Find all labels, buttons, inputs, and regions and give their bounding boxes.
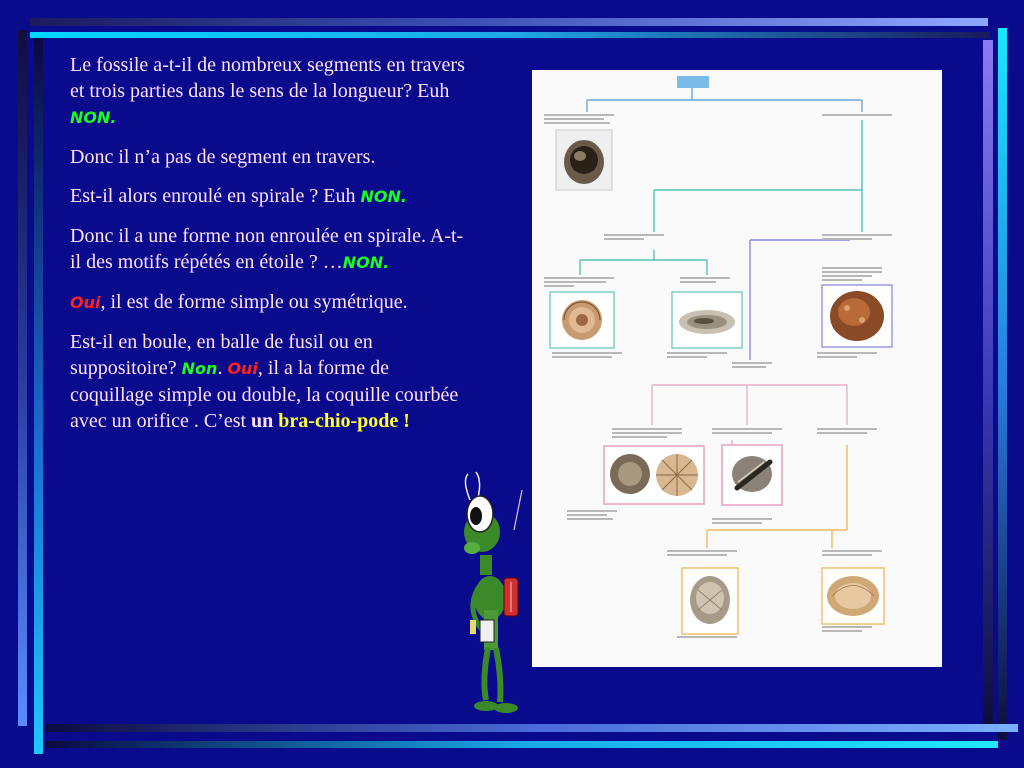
brachiopode-name: bra-chio-pode ! [278,410,410,432]
brachiopod-fossil-image [681,567,739,635]
fossil-identification-key-image [532,70,942,667]
question-shape: Est-il en boule, en balle de fusil ou en… [70,331,373,379]
paragraph-star: Donc il a une forme non enroulée en spir… [70,223,470,276]
frame-bar-right [998,28,1007,740]
frame-bar-right-inner [983,40,993,730]
question-spiral: Est-il alors enroulé en spirale ? Euh [70,185,356,207]
answer-oui-1: Oui [70,293,101,312]
frame-bar-left-inner [34,38,43,754]
fossil-key-diagram [544,76,893,638]
gastropod-fossil-image [671,291,743,349]
belemnite-fossil-image [721,444,783,506]
ammonite-fossil-image [549,291,615,349]
slide-text: Le fossile a-t-il de nombreux segments e… [70,52,470,447]
word-un: un [251,410,274,432]
statement-shell: , il a la forme de coquillage simple ou … [70,357,459,432]
ant-mascot [452,470,532,720]
answer-non-4: Non [181,359,218,378]
trilobite-fossil-image [555,129,613,191]
answer-non-2: NON. [360,187,407,206]
frame-bar-left [18,30,27,726]
statement-no-segment: Donc il n’a pas de segment en travers. [70,146,376,168]
question-segments: Le fossile a-t-il de nombreux segments e… [70,54,465,102]
punctuation-dot: . [217,357,228,379]
answer-non-3: NON. [342,253,390,272]
sea-urchin-fossil-images [603,445,705,505]
coral-fossil-image [821,284,893,348]
paragraph-no-segment: Donc il n’a pas de segment en travers. [70,144,470,170]
frame-bar-bottom-inner [46,724,1018,732]
ant-mascot-drawing [464,471,523,713]
bivalve-fossil-image [821,567,885,625]
paragraph-segments: Le fossile a-t-il de nombreux segments e… [70,52,470,131]
question-star: Donc il a une forme non enroulée en spir… [70,225,464,273]
answer-oui-2: Oui [227,359,258,378]
answer-non-1: NON. [70,108,117,127]
key-root-box [677,76,709,88]
frame-bar-bottom [46,741,998,748]
paragraph-shape: Est-il en boule, en balle de fusil ou en… [70,329,470,434]
frame-bar-top-inner [30,32,990,38]
statement-symmetric: , il est de forme simple ou symétrique. [100,291,408,313]
paragraph-symmetric: Oui, il est de forme simple ou symétriqu… [70,289,470,316]
frame-bar-top [30,18,988,26]
paragraph-spiral: Est-il alors enroulé en spirale ? Euh NO… [70,183,470,210]
